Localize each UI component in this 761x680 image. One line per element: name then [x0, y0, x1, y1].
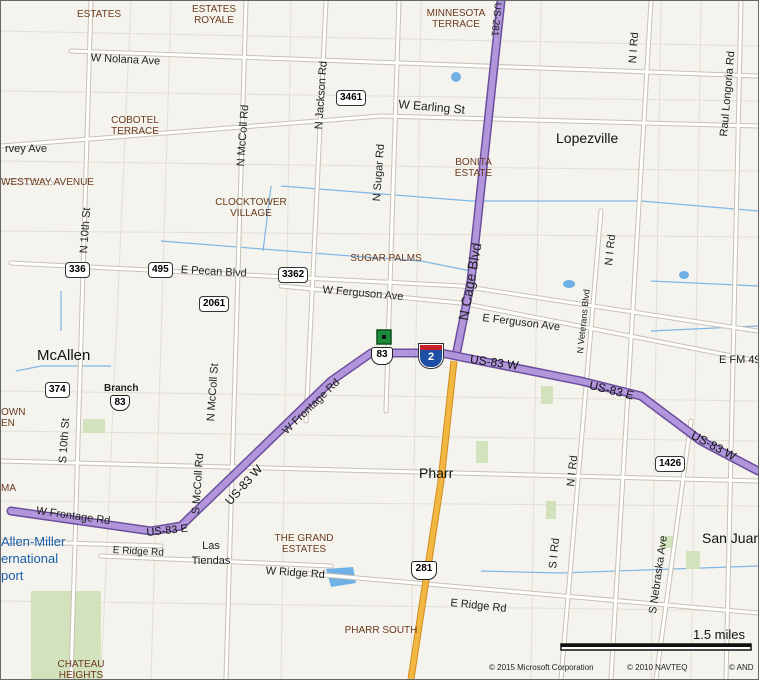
label-grand-estates: THE GRAND ESTATES [274, 533, 334, 555]
scale-bar-graphic [560, 643, 752, 651]
label-pharr-south: PHARR SOUTH [344, 625, 418, 636]
shield-336: 336 [65, 262, 90, 278]
shield-374: 374 [45, 382, 70, 398]
label-clocktower-village: CLOCKTOWER VILLAGE [215, 197, 287, 219]
airport-line3: port [1, 568, 24, 583]
interstate-2-shield: 2 [419, 344, 443, 368]
label-san-juan: San Juan [702, 530, 759, 546]
airport-line2: ernational [1, 551, 59, 566]
copyright-microsoft: © 2015 Microsoft Corporation [489, 663, 594, 672]
road-n-i-rd-top: N I Rd [627, 31, 642, 64]
label-las-tiendas: Las Tiendas [191, 540, 231, 567]
shield-3461: 3461 [336, 90, 367, 106]
label-airport: Allen-Miller ernational port [1, 533, 65, 584]
road-us281-top: US-281 [488, 1, 503, 37]
label-minnesota-terrace: MINNESOTA TERRACE [426, 8, 486, 30]
label-cobotel-terrace: COBOTEL TERRACE [111, 115, 159, 137]
label-westway-avenue: WESTWAY AVENUE [1, 177, 94, 188]
scale-label: 1.5 miles [693, 627, 746, 642]
us-shield-83: 83 [371, 347, 393, 365]
us-shield-branch-83: 83 [110, 395, 130, 411]
copyright-and: © AND [729, 663, 754, 672]
label-pharr: Pharr [419, 465, 454, 481]
shield-1426: 1426 [655, 456, 686, 472]
airport-line1: Allen-Miller [1, 534, 66, 549]
label-estates: ESTATES [76, 9, 122, 20]
road-e-fm49: E FM 49 [719, 354, 759, 366]
road-rvey: rvey Ave [5, 143, 47, 155]
label-sugar-palms: SUGAR PALMS [350, 253, 422, 264]
copyright-navteq: © 2010 NAVTEQ [627, 663, 688, 672]
label-lopezville: Lopezville [556, 130, 619, 146]
label-mcallen: McAllen [37, 347, 91, 364]
label-bonita-estate: BONITA ESTATE [454, 157, 493, 179]
label-chateau-heights: CHATEAU HEIGHTS [57, 659, 105, 680]
label-estates-royale: ESTATES ROYALE [191, 4, 237, 26]
us-shield-281: 281 [411, 561, 437, 580]
shield-3362: 3362 [278, 267, 309, 283]
shield-2061: 2061 [199, 296, 230, 312]
label-own-en: OWN EN [1, 407, 26, 429]
label-branch: Branch [104, 383, 139, 394]
shield-495: 495 [148, 262, 173, 278]
label-ma: MA [1, 483, 16, 494]
